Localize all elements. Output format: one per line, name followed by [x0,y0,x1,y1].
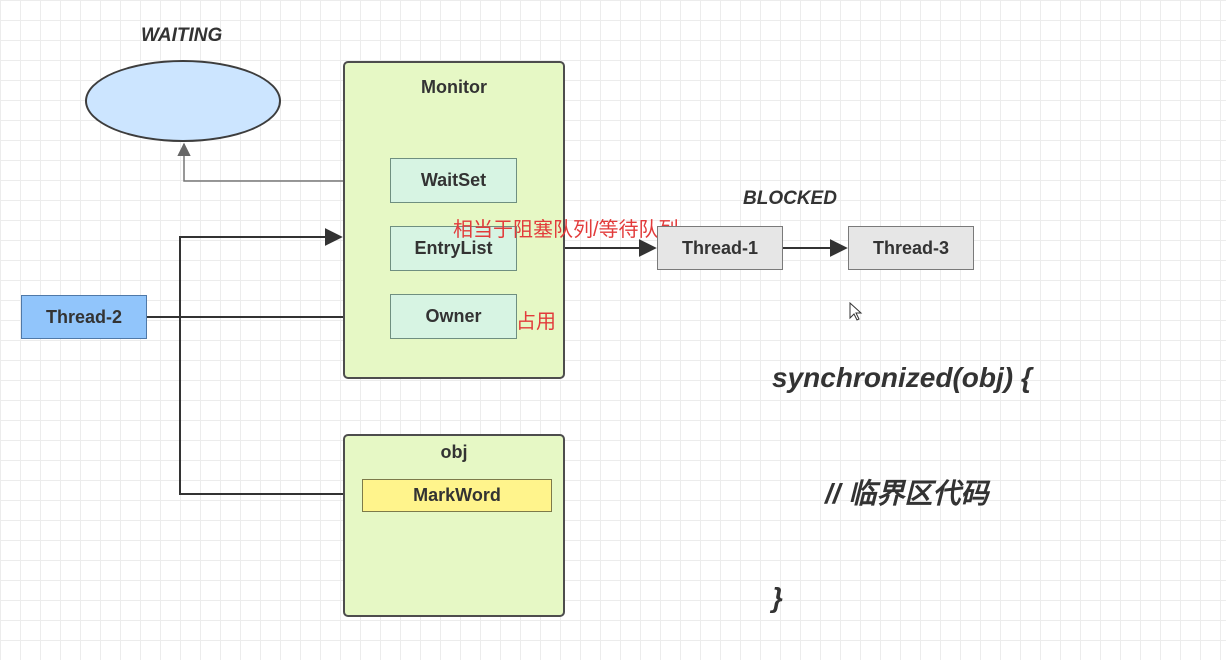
thread3-box: Thread-3 [848,226,974,270]
thread2-box: Thread-2 [21,295,147,339]
arrow-markword-to-monitor [179,228,362,495]
code-line-closing-brace: } [772,582,783,613]
arrow-waitset-to-waiting [177,142,390,182]
owner-note: 占用 [516,311,556,333]
waiting-set-ellipse [85,60,281,142]
obj-title: obj [440,442,468,462]
waitset-box: WaitSet [390,158,517,203]
waiting-label: WAITING [141,25,223,46]
code-line-synchronized: synchronized(obj) { [772,362,1032,393]
markword-box: MarkWord [362,479,552,512]
code-line-comment: // 临界区代码 [825,478,989,509]
monitor-title: Monitor [421,77,487,97]
entrylist-box: EntryList [390,226,517,271]
obj-container: obj [343,434,565,617]
entrylist-note: 相当于阻塞队列/等待队列 [453,219,679,241]
thread1-box: Thread-1 [657,226,783,270]
blocked-label: BLOCKED [743,188,837,209]
owner-box: Owner [390,294,517,339]
cursor-icon [849,302,863,321]
